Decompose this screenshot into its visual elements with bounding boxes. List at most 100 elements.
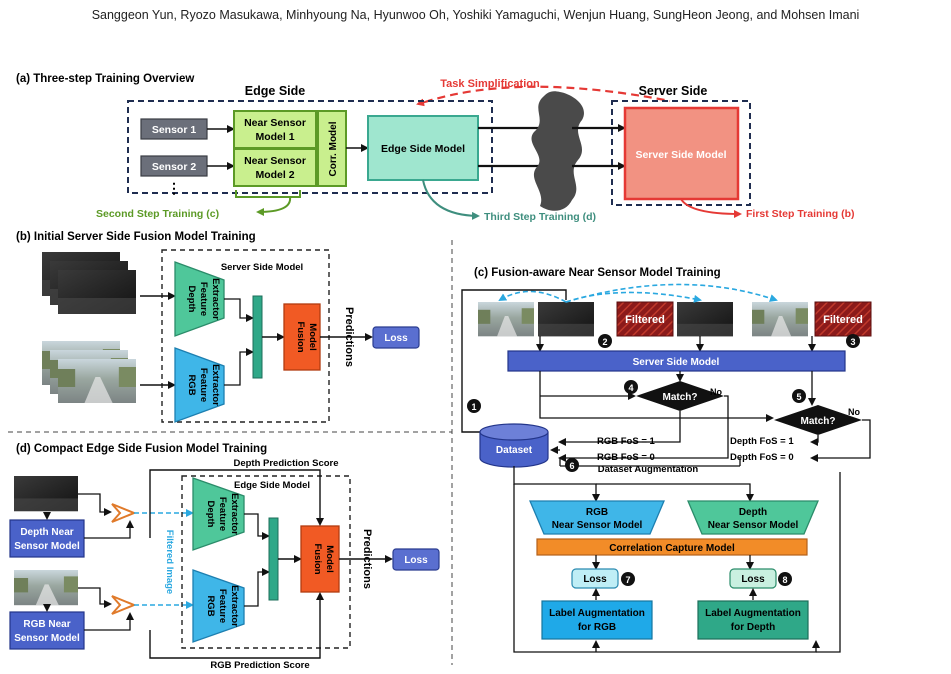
pair1-depth-image [538,302,594,337]
dataset-label: Dataset [496,445,533,456]
depth-fe-b-line3: Extractor [210,278,221,320]
fusion-b-line1: Fusion [295,321,306,352]
nsm2-line2: Model 2 [255,169,294,181]
concat-bar-b [252,295,263,379]
nsm2-line1: Near Sensor [244,155,306,167]
panel-a: (a) Three-step Training Overview Edge Si… [16,73,855,223]
panel-b-title: (b) Initial Server Side Fusion Model Tra… [16,231,256,243]
rgb-fos-1-label: RGB FoS = 1 [597,436,656,447]
match-decision-rgb [636,381,724,411]
filtered-image-label: Filtered Image [164,530,175,594]
network-cloud [531,91,584,211]
rgb-fe-b-line1: RGB [186,374,197,395]
depth-fe-d-line2: Feature [217,497,228,531]
rgb-fos-0-label: RGB FoS = 0 [597,452,655,463]
rgb-nsm-d-line1: RGB Near [23,619,70,630]
edge-side-label: Edge Side [245,84,305,98]
pair3-filtered-depth [814,301,872,337]
rgb-nsm-c-line1: RGB [586,507,608,518]
fusion-b-line2: Model [307,323,318,350]
match-1-no-label: No [710,387,722,397]
step-1-label: 1 [471,402,476,412]
rgb-input-image-d [14,570,79,606]
depth-nsm-c-line1: Depth [739,507,767,518]
pair2-filtered-label: Filtered [625,314,665,326]
depth-fos-1-label: Depth FoS = 1 [730,436,794,447]
loss-b-label: Loss [384,333,408,344]
fusion-d-line2: Model [324,545,335,572]
depth-nsm-d [9,519,85,558]
predictions-d-label: Predictions [361,529,373,589]
step-4-badge [624,380,638,394]
rgb-nsm-d [9,611,85,650]
pair3-filtered-label: Filtered [823,314,863,326]
panel-b: (b) Initial Server Side Fusion Model Tra… [16,231,420,423]
step-6-label: 6 [569,461,574,471]
depth-fe-d-line1: Depth [205,501,216,528]
pair3-rgb-image [752,302,808,337]
task-simplification-arrowhead [416,98,426,107]
rgb-feature-extractor-b [174,347,225,423]
ccm-label: Correlation Capture Model [609,543,735,554]
filter-gate-depth-d [111,503,137,523]
server-side-model-c-label: Server Side Model [633,357,720,368]
edge-model-region-d [181,475,351,649]
step-4-label: 4 [628,383,633,393]
rgb-fe-d-line2: Feature [217,589,228,623]
step-8-label: 8 [782,575,787,585]
step-2-badge [598,334,612,348]
fusion-d-line1: Fusion [312,543,323,574]
step-3-badge [846,334,860,348]
step-8-badge [778,572,792,586]
nsm1-line1: Near Sensor [244,117,306,129]
rgb-fe-d-line1: RGB [205,595,216,616]
match-2-label: Match? [801,416,836,427]
step-1-badge [467,399,481,413]
match-2-no-label: No [848,407,860,417]
depth-feature-extractor-d [192,477,245,551]
server-model-region-b-label: Server Side Model [221,262,303,273]
depth-feature-extractor-b [174,261,225,337]
depth-nsm-c-line2: Near Sensor Model [708,520,799,531]
server-side-region [611,100,751,206]
loss-d-label: Loss [404,555,428,566]
rgb-nsm-c [529,500,665,535]
pair1-rgb-image [478,302,534,337]
server-model-region-b [161,249,330,423]
nsm1-line2: Model 1 [255,131,294,143]
rgb-nsm-c-line2: Near Sensor Model [552,520,643,531]
author-list: Sanggeon Yun, Ryozo Masukawa, Minhyoung … [91,8,860,22]
step-7-badge [621,572,635,586]
label-aug-rgb-line2: for RGB [578,622,616,633]
dataset-augmentation-label: Dataset Augmentation [598,464,699,475]
rgb-feature-extractor-d [192,569,245,643]
sensor-1-label: Sensor 1 [152,124,197,136]
edge-side-model-label: Edge Side Model [381,143,465,155]
rgb-image-stack-front [58,359,136,403]
depth-nsm-d-line1: Depth Near [20,527,73,538]
step-2-label: 2 [602,337,607,347]
label-aug-depth-line2: for Depth [731,622,775,633]
depth-image-stack-front [58,270,136,314]
server-side-label: Server Side [639,84,708,98]
edge-side-model-box [367,115,479,181]
rgb-fe-b-line2: Feature [198,368,209,402]
panel-a-title: (a) Three-step Training Overview [16,73,194,85]
rgb-fe-b-line3: Extractor [210,364,221,406]
fusion-model-b [283,303,321,371]
step-5-label: 5 [796,392,801,402]
label-aug-depth [697,600,809,640]
edge-side-region [127,100,493,194]
label-aug-depth-line1: Label Augmentation [705,608,801,619]
second-step-label: Second Step Training (c) [96,208,219,220]
rgb-nsm-d-line2: Sensor Model [14,633,80,644]
edge-model-region-d-label: Edge Side Model [234,480,310,491]
pair2-filtered-rgb [616,301,674,337]
match-1-label: Match? [663,392,698,403]
depth-nsm-d-line2: Sensor Model [14,541,80,552]
sensor-ellipsis: ⋮ [167,180,181,196]
depth-nsm-c [687,500,819,535]
first-step-label: First Step Training (b) [746,208,855,220]
panel-c-title: (c) Fusion-aware Near Sensor Model Train… [474,267,721,279]
